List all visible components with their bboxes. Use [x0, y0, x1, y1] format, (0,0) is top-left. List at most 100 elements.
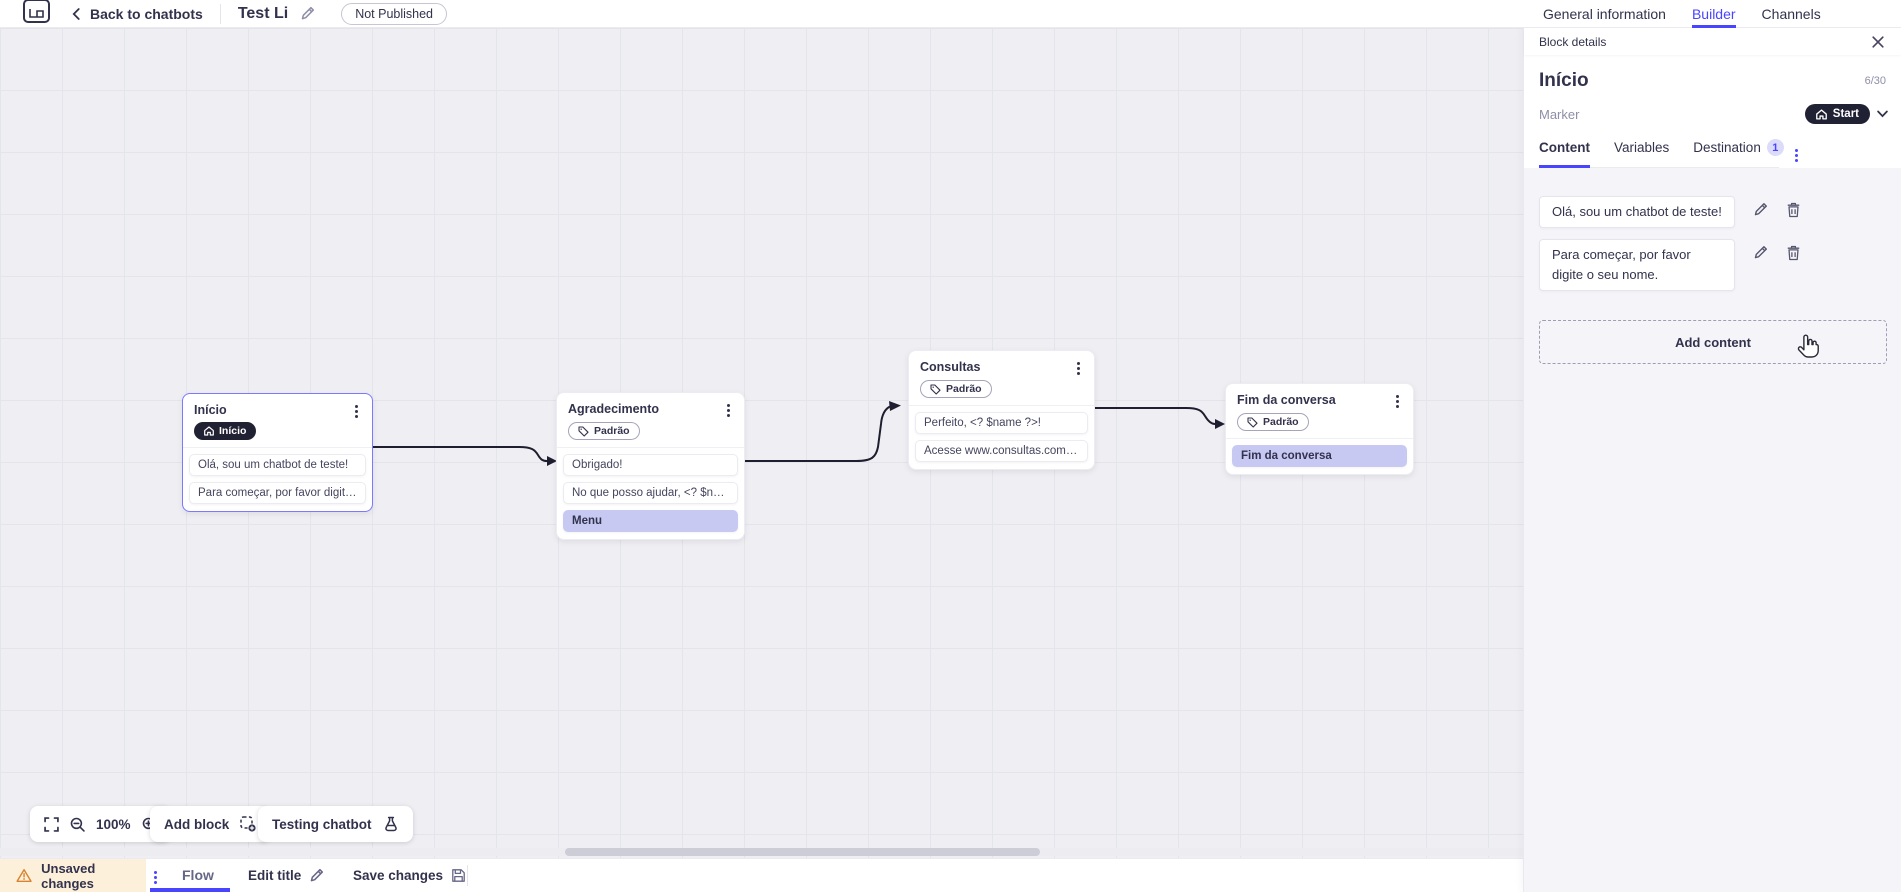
edit-content-button[interactable] [1753, 202, 1768, 220]
flow-block-consultas[interactable]: Consultas Padrão Perfeito, <? $name ?>! … [908, 350, 1095, 470]
tab-general-information[interactable]: General information [1543, 5, 1666, 22]
start-marker-badge: Início [194, 422, 257, 440]
tab-flow[interactable]: Flow [182, 867, 214, 883]
edit-title-label: Edit title [248, 868, 302, 883]
block-divider [557, 447, 744, 448]
statusbar: Unsaved changes Flow Edit title Save cha… [0, 858, 1523, 892]
add-block-icon [240, 816, 256, 832]
home-icon [1815, 108, 1827, 120]
default-marker-badge: Padrão [920, 380, 992, 398]
block-header: Início [183, 394, 372, 422]
zoom-toolbar: 100% [30, 806, 171, 842]
builder-nav-tabs: General information Builder Channels [1543, 0, 1821, 28]
chevron-down-icon[interactable] [1877, 110, 1888, 118]
trash-icon [1787, 202, 1800, 218]
back-label: Back to chatbots [90, 5, 203, 22]
arrowhead [889, 401, 901, 411]
save-changes-button[interactable]: Save changes [353, 859, 466, 892]
message-row[interactable]: Olá, sou um chatbot de teste! [189, 454, 366, 476]
start-marker-pill[interactable]: Start [1804, 104, 1870, 124]
zoom-out-icon[interactable] [70, 817, 85, 832]
edit-title-button[interactable]: Edit title [248, 859, 324, 892]
kebab-menu-icon[interactable] [1396, 395, 1399, 398]
save-changes-label: Save changes [353, 868, 444, 883]
topbar: Back to chatbots Test Li Not Published G… [0, 0, 1901, 28]
save-icon [452, 869, 465, 882]
back-to-chatbots-button[interactable]: Back to chatbots [72, 6, 203, 22]
delete-content-button[interactable] [1786, 202, 1801, 221]
tab-destination[interactable]: Destination 1 [1693, 139, 1784, 168]
edit-pencil-icon [1754, 203, 1767, 216]
close-icon [1872, 35, 1884, 48]
flow-block-fim-da-conversa[interactable]: Fim da conversa Padrão Fim da conversa [1225, 383, 1414, 475]
add-content-button[interactable]: Add content [1539, 320, 1887, 364]
content-text-card[interactable]: Olá, sou um chatbot de teste! [1539, 196, 1735, 228]
trash-icon [1787, 245, 1800, 261]
message-row[interactable]: No que posso ajudar, <? $name ... [563, 482, 738, 504]
unsaved-changes-badge: Unsaved changes [0, 859, 146, 892]
panel-options-kebab-icon[interactable] [1795, 149, 1798, 152]
block-name[interactable]: Início [1539, 70, 1589, 91]
flow-options-kebab-icon[interactable] [154, 871, 157, 874]
add-block-label: Add block [164, 816, 230, 832]
edge-consultas-fim [1094, 407, 1216, 425]
tab-builder[interactable]: Builder [1691, 0, 1736, 28]
marker-value: Start [1832, 108, 1859, 120]
kebab-menu-icon[interactable] [1077, 362, 1080, 365]
testing-chatbot-button[interactable]: Testing chatbot [258, 806, 413, 842]
edge-agradecimento-consultas [744, 405, 892, 462]
message-row[interactable]: Perfeito, <? $name ?>! [915, 412, 1088, 434]
tag-icon [1247, 416, 1258, 428]
block-header: Fim da conversa [1226, 384, 1413, 412]
badge-label: Padrão [1263, 416, 1299, 428]
block-header: Consultas [909, 351, 1094, 379]
tab-variables[interactable]: Variables [1614, 140, 1670, 155]
connection-lines [372, 401, 1225, 466]
edit-content-button[interactable] [1753, 245, 1768, 263]
app-logo[interactable] [23, 0, 50, 23]
panel-tabs-row: Content Variables Destination 1 [1539, 139, 1886, 168]
flow-canvas[interactable]: Início Início Olá, sou um chatbot de tes… [0, 28, 1523, 858]
block-details-panel: Block details Início 6/30 Marker Start [1523, 28, 1901, 892]
tab-destination-label: Destination [1693, 140, 1761, 155]
tab-content[interactable]: Content [1539, 139, 1590, 168]
tab-channels[interactable]: Channels [1761, 5, 1821, 22]
panel-header: Block details [1524, 28, 1901, 55]
flow-tab-active-underline [150, 888, 230, 892]
block-header: Agradecimento [557, 393, 744, 421]
kebab-menu-icon[interactable] [355, 405, 358, 408]
message-row[interactable]: Acesse www.consultas.com par... [915, 440, 1088, 462]
panel-info-section: Início 6/30 Marker Start Content Variabl… [1524, 55, 1901, 168]
edit-bot-title-button[interactable] [300, 6, 315, 21]
fullscreen-icon[interactable] [44, 816, 59, 832]
marker-select[interactable]: Start [1804, 104, 1888, 124]
back-chevron-icon [72, 7, 80, 20]
home-icon [204, 426, 214, 436]
badge-label: Início [219, 425, 247, 437]
publish-status-badge: Not Published [341, 2, 448, 25]
close-panel-button[interactable] [1872, 35, 1884, 48]
testing-chatbot-label: Testing chatbot [272, 816, 372, 832]
statusbar-divider [467, 865, 468, 886]
panel-content-section: Olá, sou um chatbot de teste! Para começ… [1524, 168, 1901, 892]
char-counter: 6/30 [1864, 75, 1886, 87]
flow-block-inicio[interactable]: Início Início Olá, sou um chatbot de tes… [182, 393, 373, 512]
canvas-hscrollbar-thumb[interactable] [565, 848, 1040, 856]
message-row[interactable]: Obrigado! [563, 454, 738, 476]
canvas-hscrollbar-track [0, 848, 1523, 856]
panel-header-title: Block details [1539, 34, 1607, 49]
marker-row: Marker Start [1524, 92, 1901, 124]
kebab-menu-icon[interactable] [727, 404, 730, 407]
tag-icon [578, 425, 589, 437]
add-block-button[interactable]: Add block [150, 806, 271, 842]
marker-label: Marker [1539, 106, 1580, 122]
delete-content-button[interactable] [1786, 245, 1801, 264]
zoom-level: 100% [96, 816, 131, 832]
flow-block-agradecimento[interactable]: Agradecimento Padrão Obrigado! No que po… [556, 392, 745, 540]
message-row[interactable]: Para começar, por favor digite o ... [189, 482, 366, 504]
menu-button-row[interactable]: Menu [563, 510, 738, 532]
end-conversation-row[interactable]: Fim da conversa [1232, 445, 1407, 467]
block-divider [909, 405, 1094, 406]
content-text-card[interactable]: Para começar, por favor digite o seu nom… [1539, 239, 1735, 291]
